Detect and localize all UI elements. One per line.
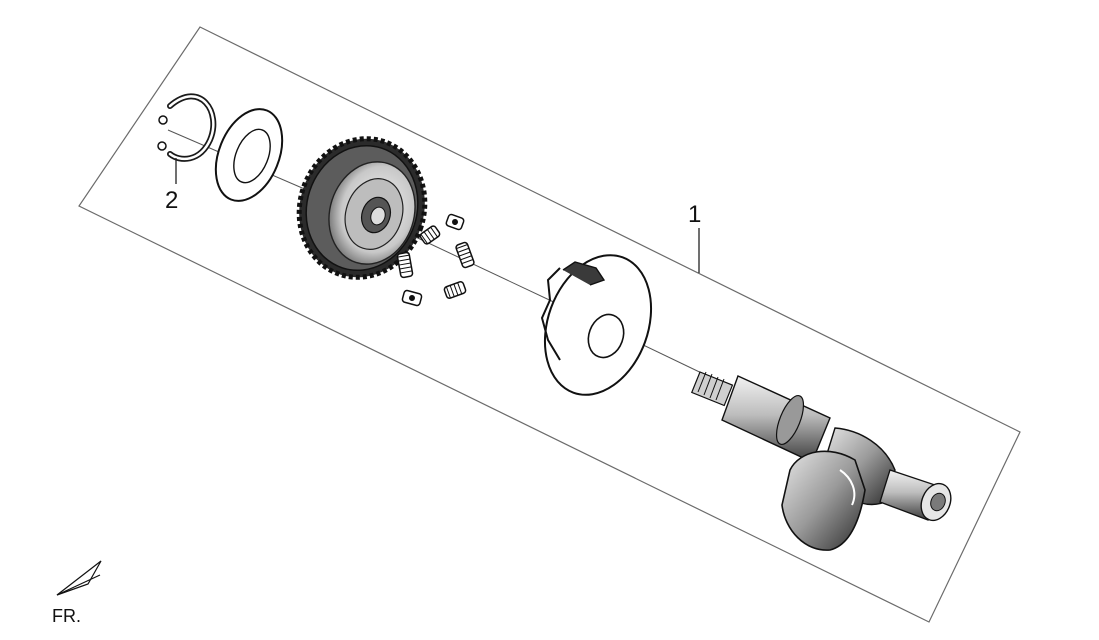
kick-starter-spindle xyxy=(690,371,952,551)
callout-1-label: 1 xyxy=(688,201,701,228)
assembly-frame xyxy=(78,26,1021,623)
circlip xyxy=(157,93,217,162)
callout-2-label: 2 xyxy=(165,187,178,214)
driven-gear xyxy=(296,136,428,280)
front-direction-marker: FR. xyxy=(52,560,102,626)
thrust-washer xyxy=(214,108,284,202)
spring-pin-set xyxy=(396,213,475,307)
ratchet-plate xyxy=(540,254,653,396)
front-direction-label: FR. xyxy=(52,606,81,626)
